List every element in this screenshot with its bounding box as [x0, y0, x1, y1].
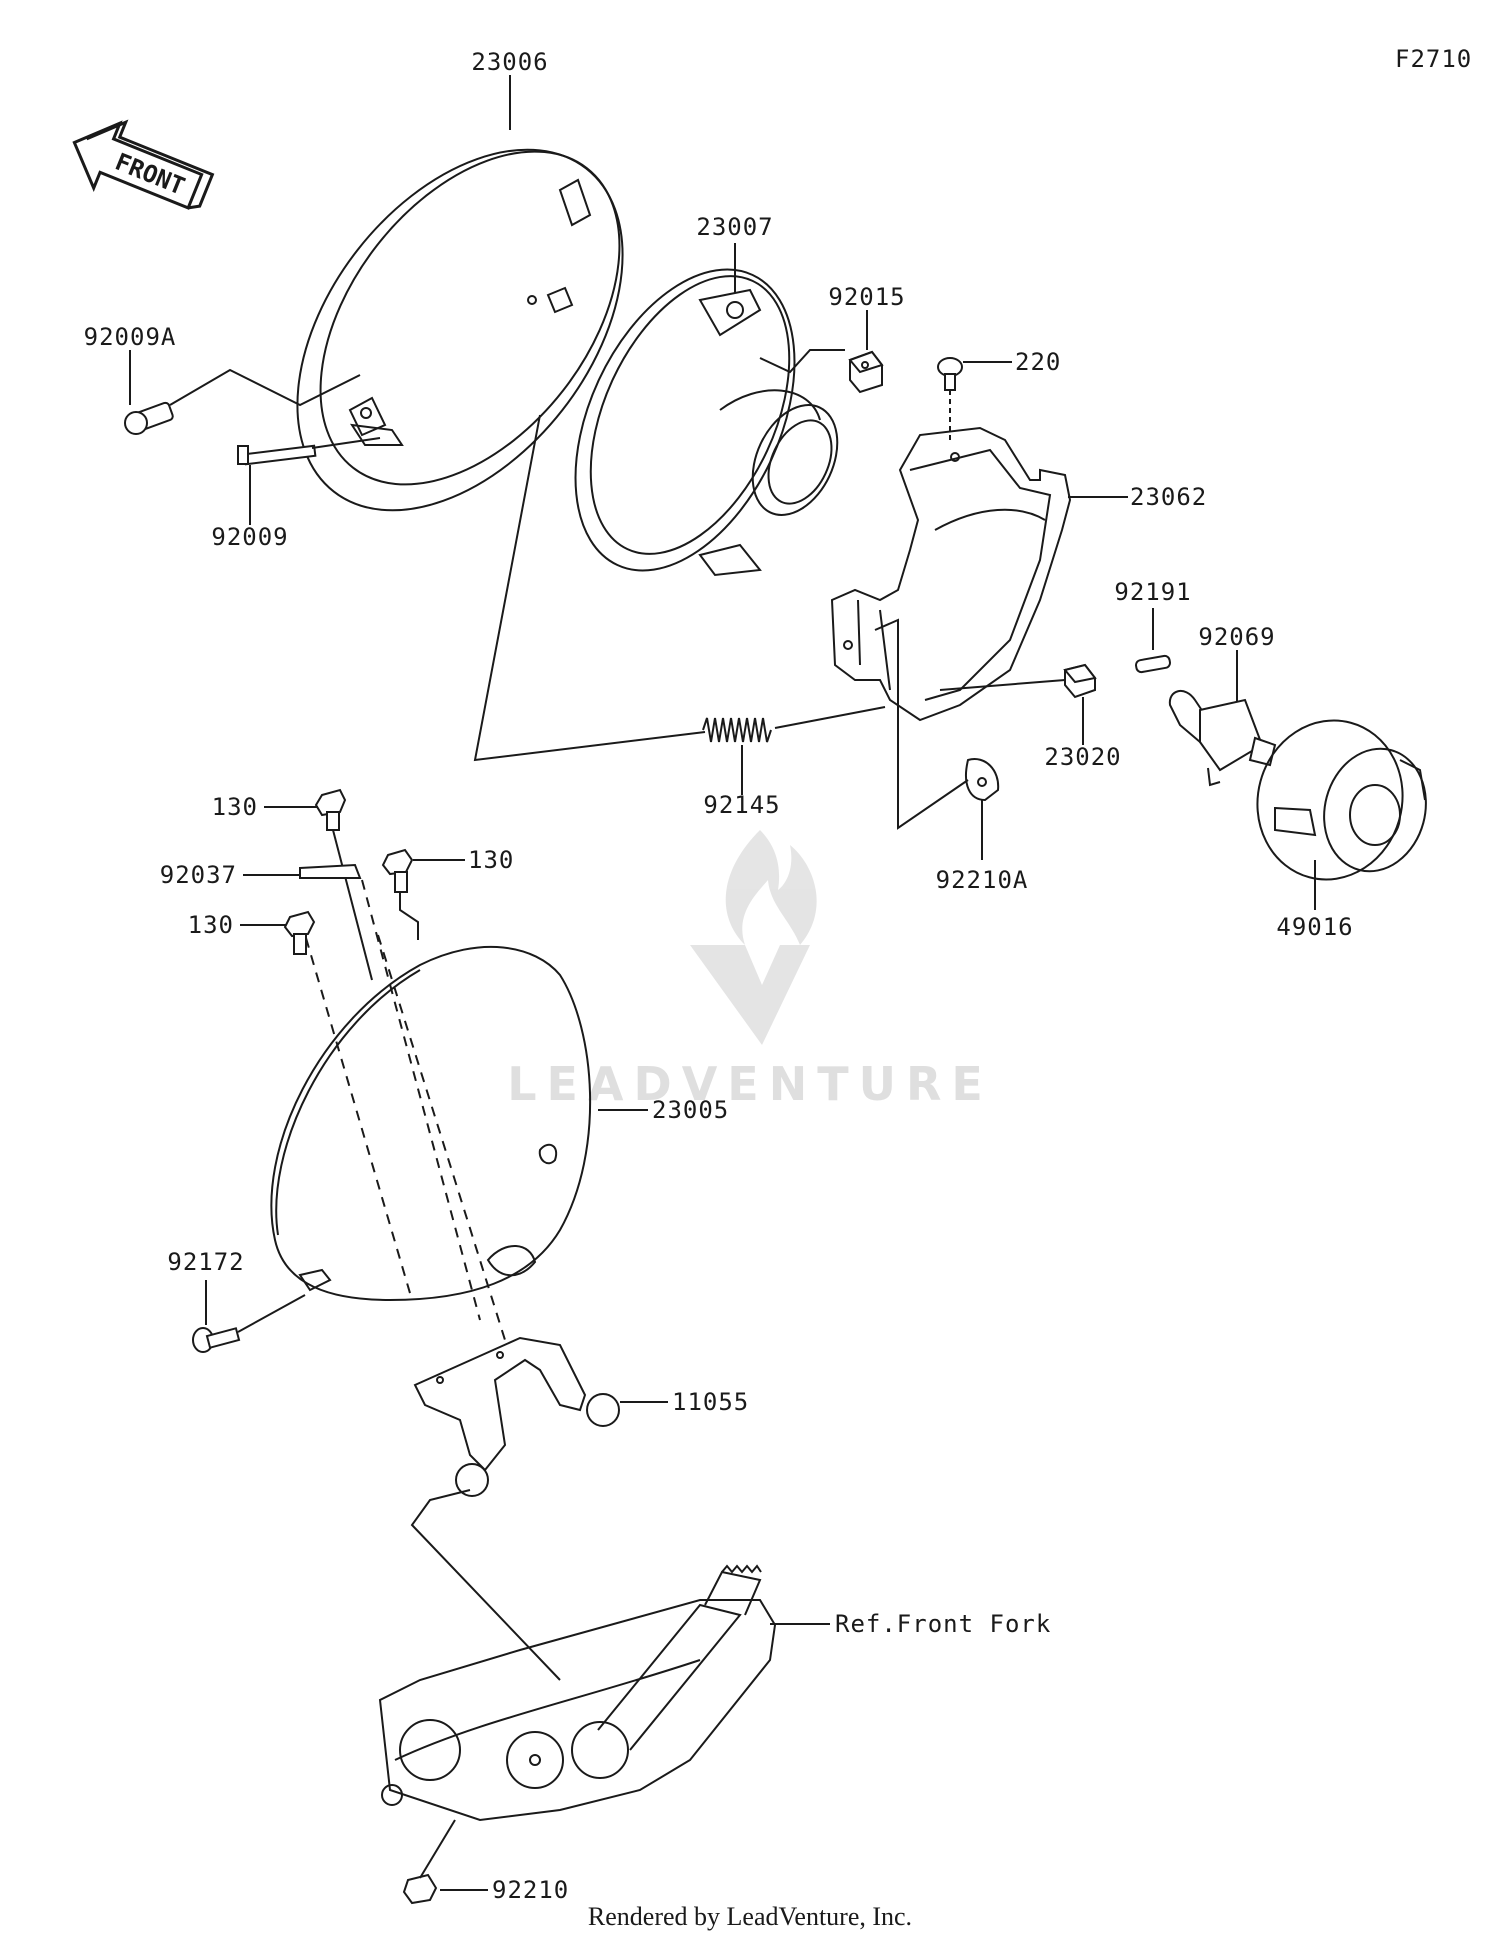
front-fork-clamp	[378, 1564, 777, 1822]
label-23006: 23006	[471, 48, 548, 76]
label-92210A: 92210A	[936, 866, 1029, 894]
nut-92210	[402, 1819, 456, 1905]
screw-92172	[192, 1294, 306, 1353]
label-23007: 23007	[696, 213, 773, 241]
figure-code: F2710	[1395, 45, 1472, 73]
label-23020: 23020	[1044, 743, 1121, 771]
label-130-lower: 130	[188, 911, 234, 939]
watermark-text: LEADVENTURE	[507, 1057, 993, 1111]
nut-23020	[939, 663, 1097, 699]
footer-credit: Rendered by LeadVenture, Inc.	[588, 1902, 912, 1931]
label-92210: 92210	[492, 1876, 569, 1904]
clip-92037	[299, 863, 362, 879]
label-92009: 92009	[211, 523, 288, 551]
pin-92191	[1135, 654, 1171, 674]
bracket-23062	[830, 426, 1072, 722]
bulb-92069	[1168, 690, 1277, 787]
screw-92009	[237, 437, 381, 466]
label-49016: 49016	[1276, 913, 1353, 941]
label-92015: 92015	[828, 283, 905, 311]
label-92172: 92172	[167, 1248, 244, 1276]
boot-49016	[1256, 719, 1427, 881]
label-130-middle: 130	[468, 846, 514, 874]
headlight-housing-23007	[574, 268, 839, 577]
nut-92015	[759, 349, 884, 394]
washer-92210A	[874, 618, 1000, 830]
headlight-rim-23006	[296, 148, 624, 512]
stay-bracket-11055	[410, 1336, 620, 1681]
watermark: LEADVENTURE	[507, 830, 993, 1111]
label-92009A: 92009A	[84, 323, 177, 351]
label-ref-front-fork: Ref.Front Fork	[835, 1610, 1051, 1638]
spring-92145	[473, 414, 886, 762]
bolt-130-lower	[283, 910, 316, 955]
label-23005: 23005	[652, 1096, 729, 1124]
label-92037: 92037	[160, 861, 237, 889]
label-92069: 92069	[1198, 623, 1275, 651]
label-92191: 92191	[1114, 578, 1191, 606]
screw-220	[937, 357, 963, 440]
label-220: 220	[1015, 348, 1061, 376]
bolt-130-middle	[381, 848, 419, 940]
front-arrow-icon: FRONT	[72, 119, 215, 210]
label-130-upper: 130	[212, 793, 258, 821]
label-23062: 23062	[1130, 483, 1207, 511]
bolt-92009A	[124, 368, 361, 435]
label-92145: 92145	[703, 791, 780, 819]
bolt-130-upper	[314, 788, 373, 981]
headlight-shell-23005	[270, 879, 592, 1341]
label-11055: 11055	[672, 1388, 749, 1416]
